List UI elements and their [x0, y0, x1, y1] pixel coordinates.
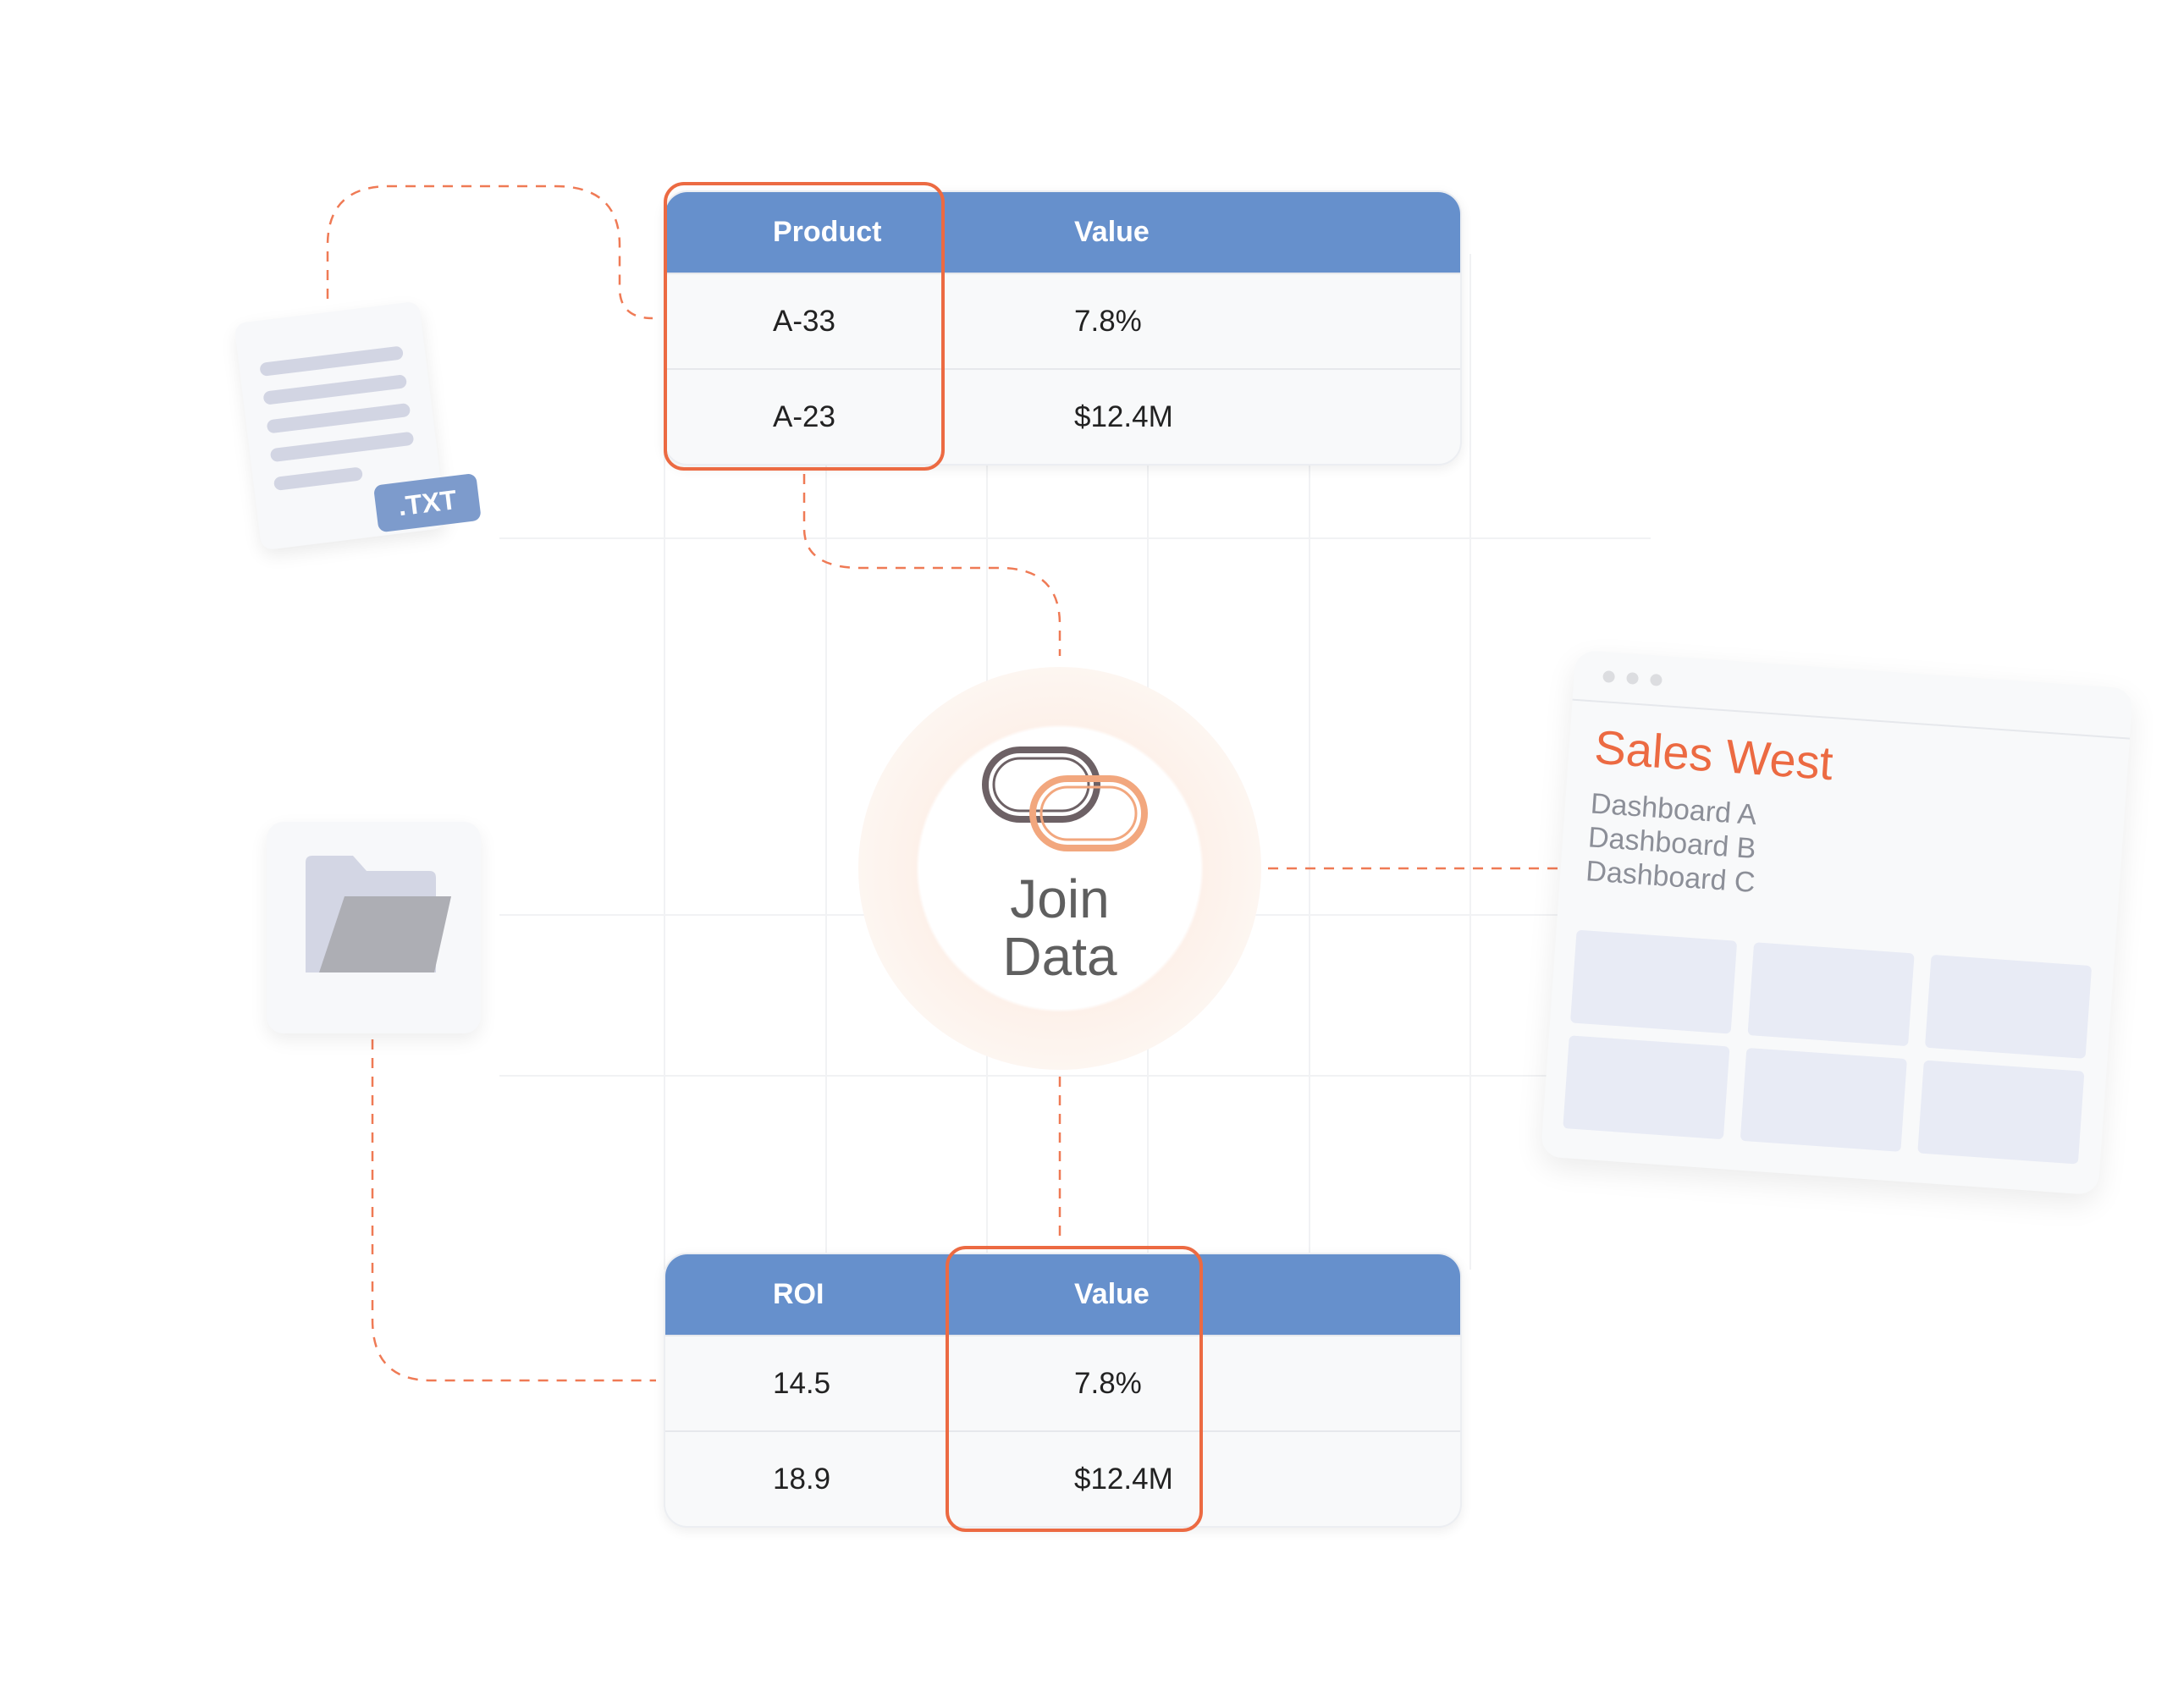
grid-line [664, 254, 665, 1270]
grid-line [499, 537, 1651, 539]
column-header-product: Product [773, 216, 882, 248]
folder-card[interactable] [267, 822, 481, 1033]
grid-line [1309, 254, 1310, 1270]
table-cell: A-33 [773, 305, 835, 338]
connector-folder-to-result [371, 1039, 656, 1382]
table-cell: $12.4M [1074, 400, 1173, 433]
column-header-value: Value [1074, 216, 1150, 248]
dashboard-title: Sales West [1592, 719, 1835, 791]
dashboard-card: Sales West Dashboard A Dashboard B Dashb… [1540, 649, 2134, 1196]
product-column-highlight [664, 182, 945, 471]
connector-txt-to-table [326, 185, 653, 320]
table-cell: 14.5 [773, 1367, 831, 1400]
column-header-roi: ROI [773, 1278, 824, 1310]
join-label-line1: Join [1010, 868, 1110, 929]
table-row: 14.5 7.8% [665, 1335, 1460, 1430]
table-header: ROI Value [665, 1254, 1460, 1335]
link-icon [982, 747, 1148, 851]
folder-icon [306, 856, 451, 972]
txt-file-card: .TXT [234, 300, 482, 551]
table-cell: 7.8% [1074, 305, 1142, 338]
table-cell: 18.9 [773, 1463, 831, 1496]
table-cell: 7.8% [1074, 1367, 1142, 1400]
table-row: A-23 $12.4M [665, 368, 1460, 464]
table-cell: $12.4M [1074, 1463, 1173, 1496]
join-label-line2: Data [1002, 926, 1117, 987]
grid-line [499, 1075, 1651, 1077]
value-column-highlight [946, 1246, 1203, 1532]
join-node: Join Data [858, 667, 1261, 1070]
result-table: ROI Value 14.5 7.8% 18.9 $12.4M [664, 1253, 1462, 1528]
grid-line [1469, 254, 1471, 1270]
table-row: A-33 7.8% [665, 273, 1460, 368]
connector-table-to-join [802, 474, 1061, 656]
column-header-value: Value [1074, 1278, 1150, 1310]
grid-line [825, 254, 827, 1270]
table-row: 18.9 $12.4M [665, 1430, 1460, 1526]
source-table: Product Value A-33 7.8% A-23 $12.4M [664, 190, 1462, 466]
table-header: Product Value [665, 192, 1460, 273]
table-cell: A-23 [773, 400, 835, 433]
